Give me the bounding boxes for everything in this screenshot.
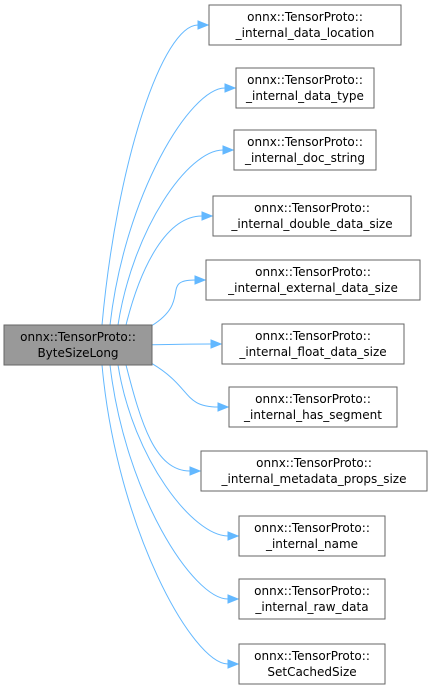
root-node[interactable]: onnx::TensorProto:: ByteSizeLong (3, 324, 153, 366)
callee-node-box (238, 578, 386, 620)
callee-node[interactable]: onnx::TensorProto::_internal_data_locati… (208, 4, 402, 46)
call-edge (101, 24, 199, 326)
root-node-line1: onnx::TensorProto:: (20, 330, 136, 344)
callee-node[interactable]: onnx::TensorProto::_internal_data_type (235, 67, 375, 109)
callee-node[interactable]: onnx::TensorProto::_internal_name (238, 515, 386, 557)
callee-node[interactable]: onnx::TensorProto::_internal_doc_string (233, 129, 377, 171)
callee-node-line2: _internal_external_data_size (227, 281, 398, 295)
callee-node-line2: _internal_name (265, 537, 358, 551)
edges-layer (101, 20, 240, 669)
callee-node-line1: onnx::TensorProto:: (256, 456, 372, 470)
arrowhead-icon (197, 20, 210, 30)
arrowhead-icon (227, 659, 240, 669)
callee-node-box (233, 129, 377, 171)
callee-node-line1: onnx::TensorProto:: (254, 584, 370, 598)
callee-node-box (238, 643, 386, 685)
arrowhead-icon (227, 594, 240, 604)
call-edge (117, 364, 229, 537)
call-edge (101, 364, 229, 665)
callee-node[interactable]: onnx::TensorProto::_internal_metadata_pr… (200, 450, 428, 492)
callee-node-line2: _internal_has_segment (243, 408, 382, 422)
callee-node-line1: onnx::TensorProto:: (255, 265, 371, 279)
callee-node[interactable]: onnx::TensorProto::_internal_has_segment (228, 386, 398, 428)
callee-node[interactable]: onnx::TensorProto::_internal_float_data_… (221, 323, 405, 365)
call-edge (151, 279, 196, 326)
callee-node-line1: onnx::TensorProto:: (247, 10, 363, 24)
call-edge (109, 364, 229, 600)
arrowhead-icon (189, 466, 202, 476)
call-edge (125, 364, 191, 472)
callee-node-box (238, 515, 386, 557)
callee-node-line2: _internal_doc_string (244, 151, 365, 165)
callee-node[interactable]: onnx::TensorProto::_internal_external_da… (205, 259, 421, 301)
arrowhead-icon (201, 211, 214, 221)
call-edge (125, 215, 203, 326)
callee-node-line1: onnx::TensorProto:: (247, 73, 363, 87)
callee-node[interactable]: onnx::TensorProto::_internal_raw_data (238, 578, 386, 620)
callee-node-box (212, 195, 412, 237)
arrowhead-icon (222, 145, 235, 155)
callee-node-line2: _internal_data_location (235, 26, 375, 40)
call-edge (151, 343, 212, 346)
callee-node-box (228, 386, 398, 428)
arrowhead-icon (227, 531, 240, 541)
call-edge (151, 363, 219, 408)
call-edge (117, 149, 224, 326)
callee-node-line1: onnx::TensorProto:: (254, 201, 370, 215)
callee-node-box (235, 67, 375, 109)
arrowhead-icon (194, 275, 207, 285)
callee-node-line2: _internal_metadata_props_size (221, 472, 407, 486)
callee-node-line2: _internal_double_data_size (230, 217, 392, 231)
callee-node-line1: onnx::TensorProto:: (254, 521, 370, 535)
callee-node-box (200, 450, 428, 492)
callee-node-line1: onnx::TensorProto:: (255, 329, 371, 343)
arrowhead-icon (217, 402, 230, 412)
arrowhead-icon (224, 83, 237, 93)
root-node-line2: ByteSizeLong (37, 346, 118, 360)
call-edge (109, 87, 226, 326)
callee-node-line2: SetCachedSize (267, 665, 356, 679)
callee-node-line2: _internal_raw_data (254, 600, 368, 614)
callee-node-line2: _internal_data_type (245, 89, 364, 103)
callee-node-box (221, 323, 405, 365)
root-node-box (3, 324, 153, 366)
callee-node-line1: onnx::TensorProto:: (255, 392, 371, 406)
callee-node-line1: onnx::TensorProto:: (254, 649, 370, 663)
callee-node-line1: onnx::TensorProto:: (247, 135, 363, 149)
callee-node-line2: _internal_float_data_size (238, 345, 386, 359)
callee-node-box (208, 4, 402, 46)
callee-node[interactable]: onnx::TensorProto::SetCachedSize (238, 643, 386, 685)
arrowhead-icon (210, 339, 223, 349)
nodes-layer: onnx::TensorProto:: ByteSizeLong onnx::T… (3, 4, 428, 685)
callee-node[interactable]: onnx::TensorProto::_internal_double_data… (212, 195, 412, 237)
callee-node-box (205, 259, 421, 301)
